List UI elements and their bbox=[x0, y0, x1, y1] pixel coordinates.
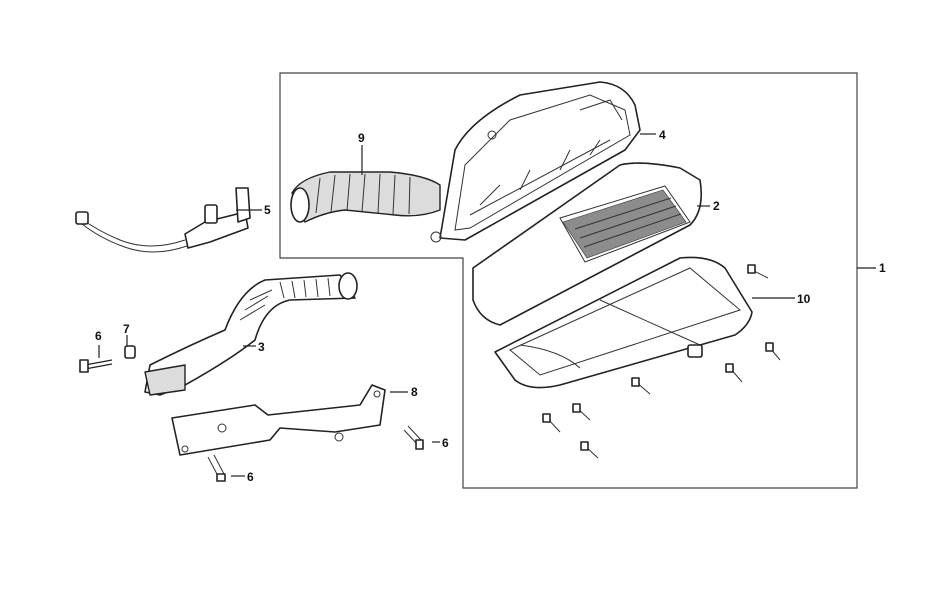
callout-9: 9 bbox=[358, 131, 365, 145]
callout-6-right: 6 bbox=[442, 436, 449, 450]
air-cleaner-lower-case bbox=[494, 256, 753, 389]
air-cleaner-upper-case bbox=[430, 81, 641, 243]
screw-right bbox=[403, 425, 424, 450]
callout-3: 3 bbox=[258, 340, 265, 354]
callout-6-bottom: 6 bbox=[247, 470, 254, 484]
intake-tube bbox=[144, 272, 358, 396]
clamp bbox=[124, 345, 136, 359]
breather-hose bbox=[75, 187, 251, 253]
callout-10: 10 bbox=[797, 292, 811, 306]
bracket bbox=[171, 384, 386, 456]
callout-2: 2 bbox=[713, 199, 720, 213]
screw-left bbox=[79, 359, 113, 373]
callout-5: 5 bbox=[264, 203, 271, 217]
callout-6-left: 6 bbox=[95, 329, 102, 343]
intake-duct bbox=[290, 171, 441, 223]
leader-lines bbox=[98, 133, 876, 477]
case-screws bbox=[542, 264, 781, 459]
callout-7: 7 bbox=[123, 322, 130, 336]
screw-bottom bbox=[207, 454, 226, 482]
callout-4: 4 bbox=[659, 128, 666, 142]
callout-8: 8 bbox=[411, 385, 418, 399]
callout-1: 1 bbox=[879, 261, 886, 275]
assembly-frame bbox=[279, 72, 858, 489]
